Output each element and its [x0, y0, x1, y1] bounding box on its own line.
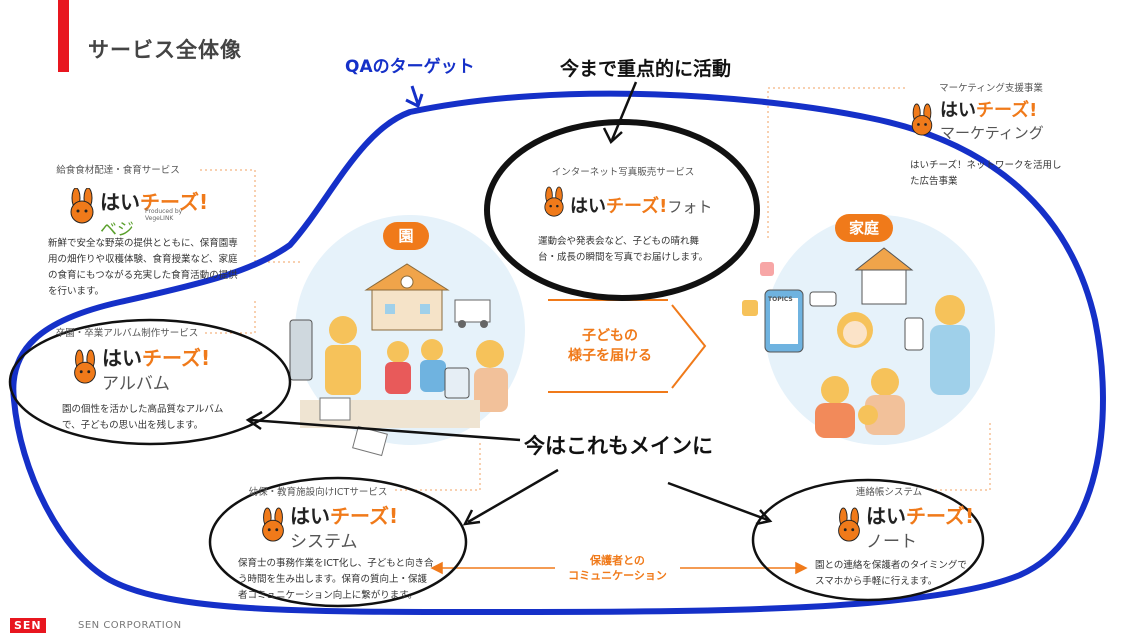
- rabbit-logo-icon: [539, 186, 569, 218]
- nursery-illustration: [289, 215, 525, 457]
- rabbit-logo-icon: [64, 187, 100, 224]
- rabbit-logo-icon: [256, 506, 290, 544]
- topics-label: TOPICS: [768, 296, 793, 303]
- photo-brand: はいチーズ!フォト: [570, 192, 712, 218]
- connector-vege: [200, 169, 300, 263]
- note-service-label: 連絡帳システム: [855, 487, 923, 498]
- sen-logo: SEN: [10, 618, 46, 633]
- brand-cheese: チーズ!: [330, 504, 399, 528]
- footer-company: SEN CORPORATION: [78, 620, 182, 631]
- home-badge: 家庭: [835, 214, 893, 242]
- annotation-arrows: [245, 81, 773, 526]
- home-illustration: [742, 215, 995, 445]
- connector-system: [395, 440, 481, 491]
- brand-hai: はい: [290, 504, 330, 528]
- album-brand: はいチーズ! アルバム: [102, 346, 210, 396]
- album-service-label: 卒園・卒業アルバム制作サービス: [55, 328, 199, 339]
- marketing-brand-sub: マーケティング: [940, 124, 1044, 142]
- connector-note: [930, 420, 991, 491]
- dotted-connectors: [200, 87, 991, 491]
- system-highlight-oval: [208, 476, 468, 608]
- brand-cheese: チーズ!: [140, 190, 209, 214]
- qa-target-loop: [10, 90, 1106, 615]
- album-highlight-oval: [8, 318, 292, 446]
- system-description: 保育士の事務作業をICT化し、子どもと向き合う時間を生み出します。保育の質向上・…: [238, 558, 434, 601]
- qa-target-label: QAのターゲット: [345, 57, 475, 77]
- rabbit-logo-icon: [906, 102, 938, 138]
- brand-hai: はい: [940, 100, 976, 121]
- communication-arrow: [430, 561, 808, 575]
- main-note: 今はこれもメインに: [524, 434, 713, 458]
- note-highlight-oval: [751, 478, 985, 602]
- brand-cheese: チーズ!: [142, 346, 211, 370]
- deliver-text: 子どもの 様子を届ける: [568, 328, 652, 364]
- qa-pointer-arrow: [405, 85, 424, 109]
- connector-album: [205, 300, 256, 334]
- album-description: 園の個性を活かした高品質なアルバムで、子どもの思い出を残します。: [62, 404, 224, 431]
- album-brand-sub: アルバム: [102, 374, 170, 394]
- photo-service-label: インターネット写真販売サービス: [551, 167, 695, 178]
- system-service-label: 幼保・教育施設向けICTサービス: [248, 487, 388, 498]
- communication-text: 保護者との コミュニケーション: [568, 554, 667, 582]
- vege-produced-by: Produced by VegeLINK: [145, 208, 183, 222]
- focus-note: 今まで重点的に活動: [560, 58, 732, 80]
- note-brand: はいチーズ! ノート: [866, 504, 974, 554]
- photo-highlight-oval: [484, 119, 760, 301]
- system-brand-sub: システム: [290, 532, 358, 552]
- title-accent-bar: [58, 0, 69, 72]
- brand-hai: はい: [570, 196, 606, 217]
- vege-brand-sub: ベジ: [100, 220, 134, 240]
- brand-cheese: チーズ!: [906, 504, 975, 528]
- marketing-description: はいチーズ！ネットワークを活用した広告事業: [910, 160, 1062, 187]
- connector-marketing: [767, 87, 905, 240]
- marketing-brand: はいチーズ! マーケティング: [940, 100, 1044, 144]
- brand-hai: はい: [866, 504, 906, 528]
- note-description: 園との連絡を保護者のタイミングでスマホから手軽に行えます。: [815, 560, 967, 587]
- brand-cheese: チーズ!: [606, 196, 668, 217]
- page-title: サービス全体像: [88, 38, 242, 62]
- photo-description: 運動会や発表会など、子どもの晴れ舞台・成長の瞬間を写真でお届けします。: [538, 236, 709, 263]
- photo-brand-sub: フォト: [667, 198, 713, 216]
- note-brand-sub: ノート: [866, 532, 917, 552]
- marketing-service-label: マーケティング支援事業: [939, 83, 1043, 94]
- system-brand: はいチーズ! システム: [290, 504, 398, 554]
- vege-service-label: 給食食材配達・食育サービス: [56, 165, 180, 176]
- brand-cheese: チーズ!: [976, 100, 1038, 121]
- annotation-ovals: [8, 119, 985, 608]
- rabbit-logo-icon: [832, 506, 866, 544]
- rabbit-logo-icon: [68, 348, 102, 386]
- nursery-badge: 園: [383, 222, 429, 250]
- brand-hai: はい: [102, 346, 142, 370]
- brand-hai: はい: [100, 190, 140, 214]
- vege-brand: はいチーズ! ベジ: [100, 186, 208, 240]
- vege-description: 新鮮で安全な野菜の提供とともに、保育園専用の畑作りや収穫体験、食育授業など、家庭…: [48, 238, 238, 297]
